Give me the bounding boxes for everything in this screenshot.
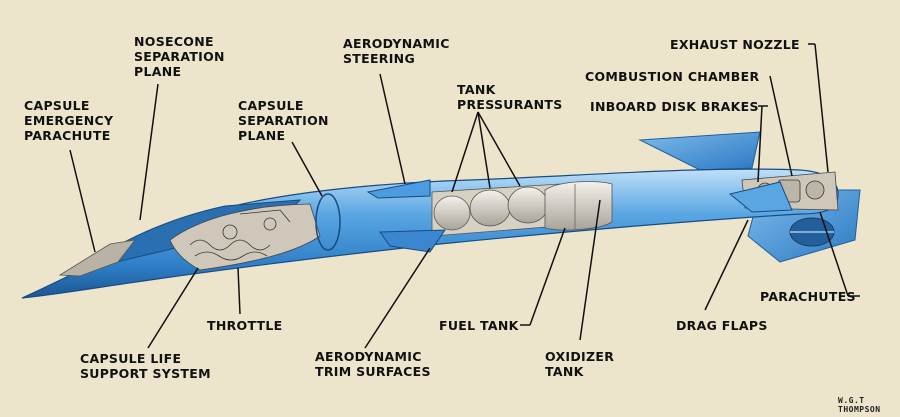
label-capsule-separation-plane: CAPSULE SEPARATION PLANE <box>238 98 329 143</box>
label-combustion-chamber: COMBUSTION CHAMBER <box>585 69 760 84</box>
label-nosecone-separation-plane: NOSECONE SEPARATION PLANE <box>134 34 225 79</box>
label-fuel-tank: FUEL TANK <box>439 318 519 333</box>
capsule-separation-ring <box>315 193 341 251</box>
pressurant-sphere-2 <box>469 189 511 227</box>
aerodynamic-steering-fin <box>366 179 431 199</box>
label-aerodynamic-steering: AERODYNAMIC STEERING <box>343 36 450 66</box>
leader-lines <box>69 43 860 349</box>
label-exhaust-nozzle: EXHAUST NOZZLE <box>670 37 800 52</box>
pressurant-sphere-1 <box>433 195 471 231</box>
label-capsule-life-support-system: CAPSULE LIFE SUPPORT SYSTEM <box>80 351 211 381</box>
upper-tail-fin <box>638 131 761 171</box>
label-aerodynamic-trim-surfaces: AERODYNAMIC TRIM SURFACES <box>315 349 431 379</box>
nose-parachute-compartment <box>58 239 136 277</box>
label-parachutes: PARACHUTES <box>760 289 856 304</box>
label-capsule-emergency-parachute: CAPSULE EMERGENCY PARACHUTE <box>24 98 114 143</box>
label-throttle: THROTTLE <box>207 318 283 333</box>
capsule-interior-cutaway <box>169 203 321 271</box>
aerodynamic-trim-surface <box>379 229 446 253</box>
label-oxidizer-tank: OXIDIZER TANK <box>545 349 615 379</box>
label-inboard-disk-brakes: INBOARD DISK BRAKES <box>590 99 759 114</box>
pressurant-sphere-3 <box>507 186 549 224</box>
artist-signature: W.G.T THOMPSON <box>838 396 881 414</box>
label-drag-flaps: DRAG FLAPS <box>676 318 768 333</box>
capsule-machinery <box>189 209 291 261</box>
fuel-oxidizer-tank <box>544 181 613 231</box>
label-tank-pressurants: TANK PRESSURANTS <box>457 82 563 112</box>
drag-flap <box>728 181 793 213</box>
